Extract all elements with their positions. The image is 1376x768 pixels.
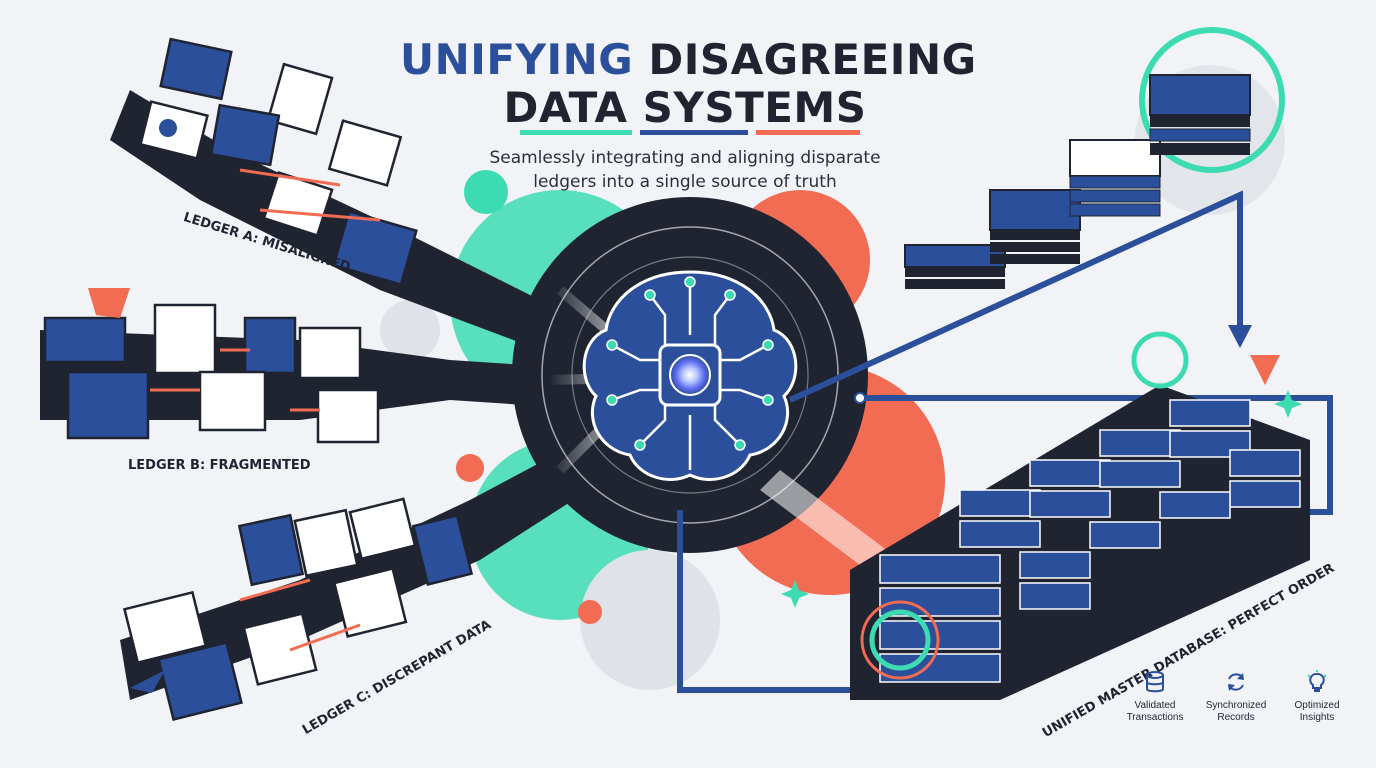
top-server-stacks: [904, 74, 1251, 289]
node-dot: [854, 392, 866, 404]
lightbulb-icon: [1307, 670, 1327, 692]
title-line-1: UNIFYING DISAGREEING: [400, 35, 976, 84]
coral-dot: [456, 454, 484, 482]
master-database-racks: [850, 331, 1310, 700]
feature-line-1: Optimized: [1294, 700, 1340, 711]
subtitle-line-2: ledgers into a single source of truth: [533, 172, 837, 192]
arrow-to-top-stack: [788, 190, 1243, 403]
ledger-b-documents: [43, 288, 380, 444]
feature-optimized: Optimized Insights: [1280, 670, 1354, 724]
title-underline: [520, 130, 860, 135]
integration-core: [512, 197, 900, 580]
sparkle-icon: [1274, 390, 1302, 418]
feature-list: Validated Transactions Synchronized Reco…: [1118, 670, 1354, 724]
sparkle-icon: [781, 580, 809, 608]
feature-line-2: Transactions: [1126, 712, 1184, 723]
title-block: UNIFYING DISAGREEING DATA SYSTEMS: [400, 35, 976, 132]
ledger-a-documents: [139, 37, 418, 287]
ledger-c-documents: [122, 497, 474, 722]
subtitle-line-1: Seamlessly integrating and aligning disp…: [489, 148, 881, 168]
title-accent: UNIFYING: [400, 35, 634, 84]
title-line-2: DATA SYSTEMS: [503, 83, 867, 132]
feature-line-1: Synchronized: [1205, 700, 1267, 711]
feature-validated: Validated Transactions: [1118, 670, 1192, 724]
ledger-b-label: LEDGER B: FRAGMENTED: [128, 458, 311, 473]
feature-line-2: Records: [1217, 712, 1255, 723]
feature-synchronized: Synchronized Records: [1199, 670, 1273, 724]
feature-line-1: Validated: [1134, 700, 1176, 711]
chevron-arrow-icon: [130, 670, 165, 693]
title-rest: DISAGREEING: [633, 35, 977, 84]
grey-blob: [580, 550, 720, 690]
sync-icon: [1228, 673, 1244, 691]
coral-fragment: [88, 288, 130, 318]
teal-ring: [1131, 331, 1189, 389]
coral-ring: [860, 600, 940, 680]
teal-ring: [1139, 27, 1285, 173]
database-icon: [1146, 671, 1164, 693]
coral-triangle: [1250, 355, 1280, 385]
grey-blob: [380, 300, 440, 360]
feature-line-2: Insights: [1299, 712, 1335, 723]
teal-dot: [464, 170, 508, 214]
coral-dot: [578, 600, 602, 624]
teal-ring: [869, 609, 931, 671]
subtitle: Seamlessly integrating and aligning disp…: [470, 146, 900, 194]
